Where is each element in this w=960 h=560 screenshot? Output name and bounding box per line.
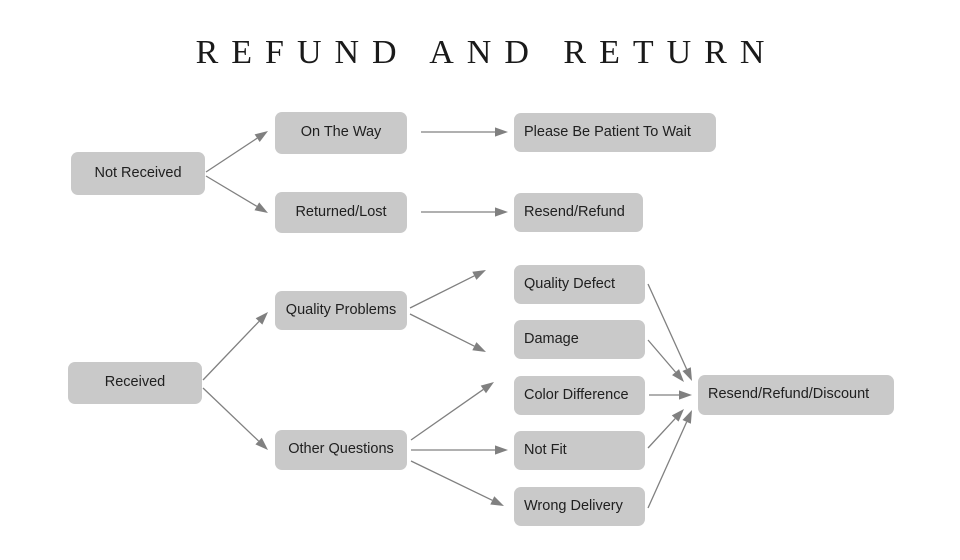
edge-line	[647, 421, 688, 509]
node-label: On The Way	[300, 124, 382, 141]
arrowhead-icon	[671, 409, 684, 422]
edge-line	[410, 460, 493, 501]
node-label: Resend/Refund	[524, 203, 625, 220]
edge-line	[409, 313, 475, 347]
node-resend-refund[interactable]: Resend/Refund	[514, 193, 643, 232]
edge-returned-lost-to-resend-refund	[421, 207, 508, 217]
arrowhead-icon	[254, 131, 268, 143]
node-label: Resend/Refund/Discount	[708, 386, 870, 403]
node-label: Received	[104, 374, 166, 391]
node-other-questions[interactable]: Other Questions	[275, 430, 407, 470]
arrowhead-icon	[490, 496, 504, 506]
edge-quality-problems-to-damage	[409, 313, 486, 352]
node-label: Quality Problems	[285, 301, 397, 318]
node-color-difference[interactable]: Color Difference	[514, 376, 645, 415]
node-label: Color Difference	[524, 386, 629, 403]
arrowhead-icon	[255, 437, 268, 450]
edge-other-questions-to-not-fit	[411, 445, 508, 455]
arrowhead-icon	[472, 270, 486, 280]
node-resend-refund-discount[interactable]: Resend/Refund/Discount	[698, 375, 894, 415]
node-quality-problems[interactable]: Quality Problems	[275, 291, 407, 330]
edge-quality-defect-to-resend-refund-discount	[647, 283, 692, 381]
node-received[interactable]: Received	[68, 362, 202, 404]
edge-on-the-way-to-please-wait	[421, 127, 508, 137]
arrowhead-icon	[679, 390, 692, 400]
edge-line	[205, 175, 258, 207]
arrowhead-icon	[672, 369, 684, 382]
arrowhead-icon	[495, 445, 508, 455]
node-not-received[interactable]: Not Received	[71, 152, 205, 195]
node-on-the-way[interactable]: On The Way	[275, 112, 407, 154]
node-label: Returned/Lost	[295, 203, 387, 220]
node-label: Damage	[524, 330, 579, 347]
node-label: Wrong Delivery	[524, 497, 623, 514]
arrowhead-icon	[472, 342, 486, 352]
arrowhead-icon	[495, 207, 508, 217]
arrowhead-icon	[480, 382, 494, 394]
edge-wrong-delivery-to-resend-refund-discount	[647, 410, 692, 509]
edge-line	[205, 137, 258, 173]
edge-not-received-to-on-the-way	[205, 131, 268, 173]
node-wrong-delivery[interactable]: Wrong Delivery	[514, 487, 645, 526]
arrowhead-icon	[682, 367, 692, 381]
edge-quality-problems-to-quality-defect	[409, 270, 486, 309]
edge-damage-to-resend-refund-discount	[647, 339, 684, 382]
edge-line	[410, 388, 484, 441]
arrowhead-icon	[255, 312, 268, 325]
node-please-wait[interactable]: Please Be Patient To Wait	[514, 113, 716, 152]
node-quality-defect[interactable]: Quality Defect	[514, 265, 645, 304]
edge-not-received-to-returned-lost	[205, 175, 268, 213]
edge-line	[409, 275, 475, 309]
edge-received-to-other-questions	[202, 387, 268, 450]
edge-not-fit-to-resend-refund-discount	[647, 409, 684, 449]
node-label: Other Questions	[288, 441, 394, 458]
edge-line	[647, 418, 676, 449]
node-damage[interactable]: Damage	[514, 320, 645, 359]
edge-other-questions-to-wrong-delivery	[410, 460, 504, 506]
node-not-fit[interactable]: Not Fit	[514, 431, 645, 470]
edge-other-questions-to-color-difference	[410, 382, 494, 441]
node-label: Not Received	[94, 164, 182, 181]
edge-line	[202, 320, 260, 381]
arrowhead-icon	[495, 127, 508, 137]
node-returned-lost[interactable]: Returned/Lost	[275, 192, 407, 233]
edge-color-difference-to-resend-refund-discount	[649, 390, 692, 400]
page-title: REFUND AND RETURN	[195, 34, 778, 71]
edge-line	[647, 283, 688, 370]
node-label: Quality Defect	[524, 275, 616, 292]
edge-line	[647, 339, 677, 373]
arrowhead-icon	[254, 202, 268, 213]
edge-received-to-quality-problems	[202, 312, 268, 381]
node-label: Please Be Patient To Wait	[524, 123, 691, 140]
edge-line	[202, 387, 260, 442]
arrowhead-icon	[682, 410, 692, 424]
node-label: Not Fit	[524, 441, 567, 458]
